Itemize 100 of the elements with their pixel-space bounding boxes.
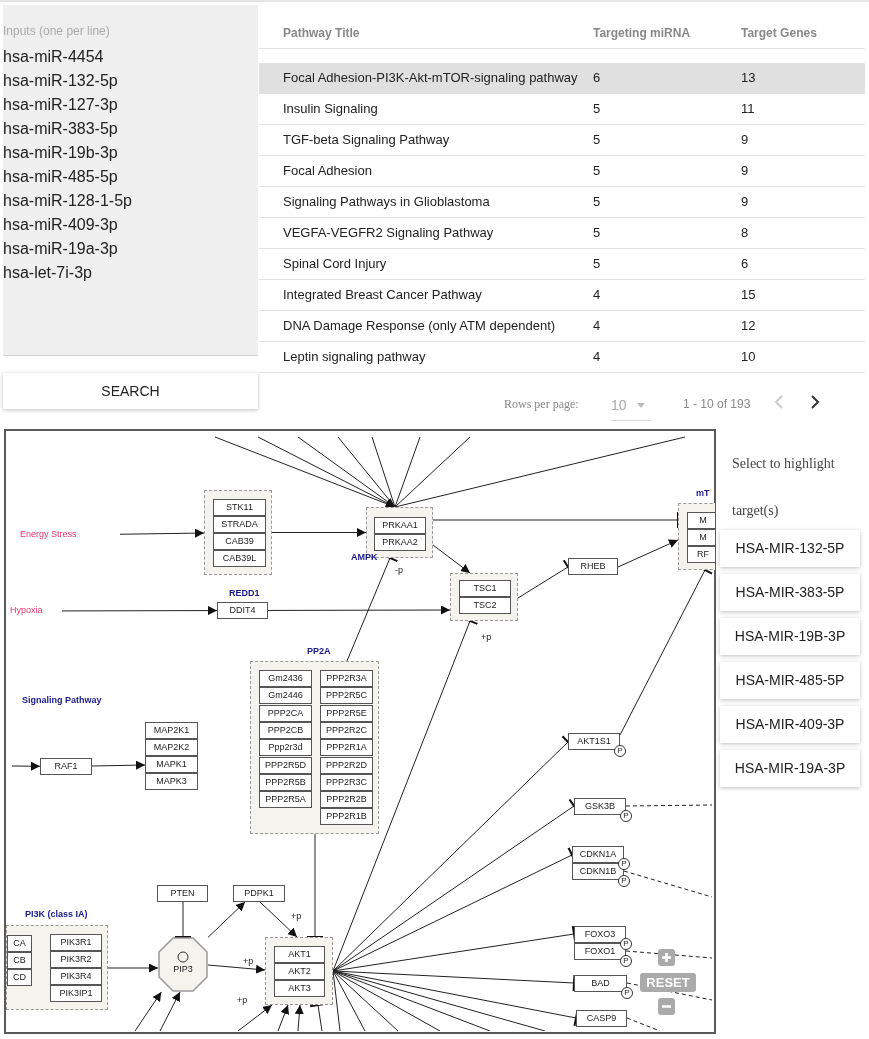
gene-box — [145, 756, 198, 773]
gene-label: CDKN1B — [579, 867, 617, 876]
table-cell: Leptin signaling pathway — [283, 349, 426, 365]
table-cell: 10 — [741, 349, 756, 365]
phospho-badge: P — [620, 810, 632, 822]
table-cell: 6 — [593, 70, 601, 86]
gene-label: Gm2446 — [268, 691, 303, 701]
gene-label: MAPK1 — [156, 760, 187, 769]
gene-box — [459, 580, 511, 597]
group-heading: REDD1 — [229, 589, 260, 598]
edge-label: +p — [236, 996, 249, 1005]
edge-label: -p — [394, 566, 404, 575]
input-line: hsa-miR-132-5p — [3, 71, 119, 91]
table-cell: 5 — [593, 225, 601, 241]
gene-box — [157, 885, 208, 902]
search-button: SEARCH — [3, 373, 258, 409]
gene-label: PPP2R5E — [326, 708, 367, 718]
arrow — [207, 901, 246, 938]
arrow — [91, 760, 146, 770]
gene-box — [213, 499, 266, 516]
table-cell: 15 — [741, 287, 756, 303]
gene-box — [568, 558, 618, 575]
gene-label: GSK3B — [585, 802, 615, 811]
target-button: HSA-MIR-383-5P — [720, 574, 860, 611]
table-cell: 13 — [741, 70, 756, 86]
phospho-badge: P — [620, 955, 632, 967]
gene-label: PTEN — [170, 889, 195, 898]
gene-label: PPP2R5C — [326, 691, 367, 701]
gene-label: PIK3IP1 — [59, 989, 93, 998]
gene-label: PIK3R1 — [60, 938, 92, 947]
gene-label: CB — [13, 956, 26, 965]
stimulus-label: Hypoxia — [10, 603, 62, 619]
gene-label: PPP2R1A — [326, 743, 367, 753]
gene-box — [259, 739, 312, 757]
gene-label: PPP2R3C — [326, 777, 367, 787]
table-cell: 4 — [593, 287, 601, 303]
gene-label: PPP2CA — [267, 708, 304, 718]
field-label: Inputs (one per line) — [3, 23, 111, 40]
arrow — [119, 528, 205, 538]
group-box — [204, 490, 272, 575]
table-cell: DNA Damage Response (only ATM dependent) — [283, 318, 556, 334]
gene-box — [213, 550, 266, 567]
arrow — [159, 991, 181, 1031]
group-heading: AMPK — [351, 553, 378, 562]
gene-label: FOXO3 — [584, 930, 616, 939]
gene-label: BAD — [591, 979, 610, 988]
gene-box — [320, 808, 373, 826]
group-box — [265, 937, 333, 1005]
connector-line — [332, 970, 441, 1031]
gene-label: DDIT4 — [229, 606, 256, 615]
gene-label: CDKN1A — [579, 850, 617, 859]
arrow — [259, 901, 298, 938]
gene-label: PIK3R4 — [60, 972, 92, 981]
target-button: HSA-MIR-132-5P — [720, 530, 860, 567]
gene-label: CD — [13, 973, 26, 982]
connector-line — [394, 436, 686, 508]
gene-box — [7, 952, 32, 969]
gene-box — [233, 885, 285, 902]
gene-box — [320, 739, 373, 757]
gene-box — [320, 687, 373, 705]
gene-label: TSC1 — [473, 584, 497, 593]
gene-label: PRKAA2 — [382, 538, 418, 547]
gene-box — [50, 968, 102, 985]
arrow — [134, 991, 162, 1031]
gene-box — [572, 863, 624, 880]
gene-box — [687, 546, 715, 563]
pathway-link-label: Signaling Pathway — [22, 694, 102, 707]
gene-label: PPP2R3A — [326, 674, 367, 683]
gene-box — [50, 934, 102, 951]
gene-box — [459, 597, 511, 614]
gene-box — [374, 534, 426, 551]
connector-line — [623, 870, 713, 898]
gene-label: FOXO1 — [584, 947, 616, 956]
gene-box — [274, 980, 325, 997]
table-cell: 11 — [741, 101, 755, 117]
table-cell: Insulin Signaling — [283, 101, 378, 117]
connector-line — [394, 436, 421, 508]
table-cell: 9 — [741, 163, 749, 179]
gene-label: PPP2R5A — [265, 795, 306, 805]
column-header: Targeting miRNA — [593, 25, 691, 40]
stimulus-label: Energy Stress — [20, 527, 120, 543]
phospho-badge: P — [614, 745, 626, 757]
table-cell: 4 — [593, 349, 601, 365]
arrow — [107, 963, 159, 973]
gene-label: CA — [13, 939, 26, 948]
gene-box — [213, 533, 266, 550]
edge-label: +p — [242, 957, 255, 966]
target-button: HSA-MIR-409-3P — [720, 706, 860, 743]
gene-label: PPP2R5D — [265, 760, 306, 770]
gene-label: CAB39 — [225, 537, 254, 546]
table-cell: TGF-beta Signaling Pathway — [283, 132, 450, 148]
phospho-badge: P — [618, 875, 630, 887]
input-line: hsa-let-7i-3p — [3, 263, 93, 283]
table-cell: 6 — [741, 256, 749, 272]
gene-label: PPP2R2D — [326, 760, 367, 770]
input-line: hsa-miR-128-1-5p — [3, 191, 133, 211]
gene-label: MAPK3 — [156, 777, 187, 786]
reset-button: RESET — [640, 973, 696, 992]
gene-box — [574, 975, 627, 992]
input-line: hsa-miR-383-5p — [3, 119, 119, 139]
